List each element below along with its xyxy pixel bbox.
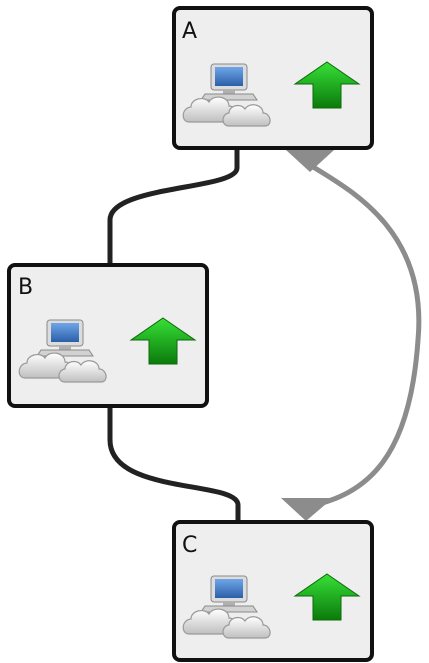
link-b-c[interactable] bbox=[107, 402, 241, 525]
node-b[interactable]: B bbox=[7, 263, 209, 408]
link-a-b[interactable] bbox=[107, 147, 240, 268]
link-a-c-arrow-bottom bbox=[281, 498, 333, 521]
node-a[interactable]: A bbox=[172, 6, 374, 150]
link-a-c-arrow-top bbox=[286, 150, 334, 172]
node-a-label: A bbox=[182, 19, 197, 44]
node-b-label: B bbox=[18, 275, 33, 300]
node-c-label: C bbox=[182, 533, 197, 558]
node-c[interactable]: C bbox=[172, 520, 374, 662]
link-a-c[interactable] bbox=[302, 162, 422, 510]
